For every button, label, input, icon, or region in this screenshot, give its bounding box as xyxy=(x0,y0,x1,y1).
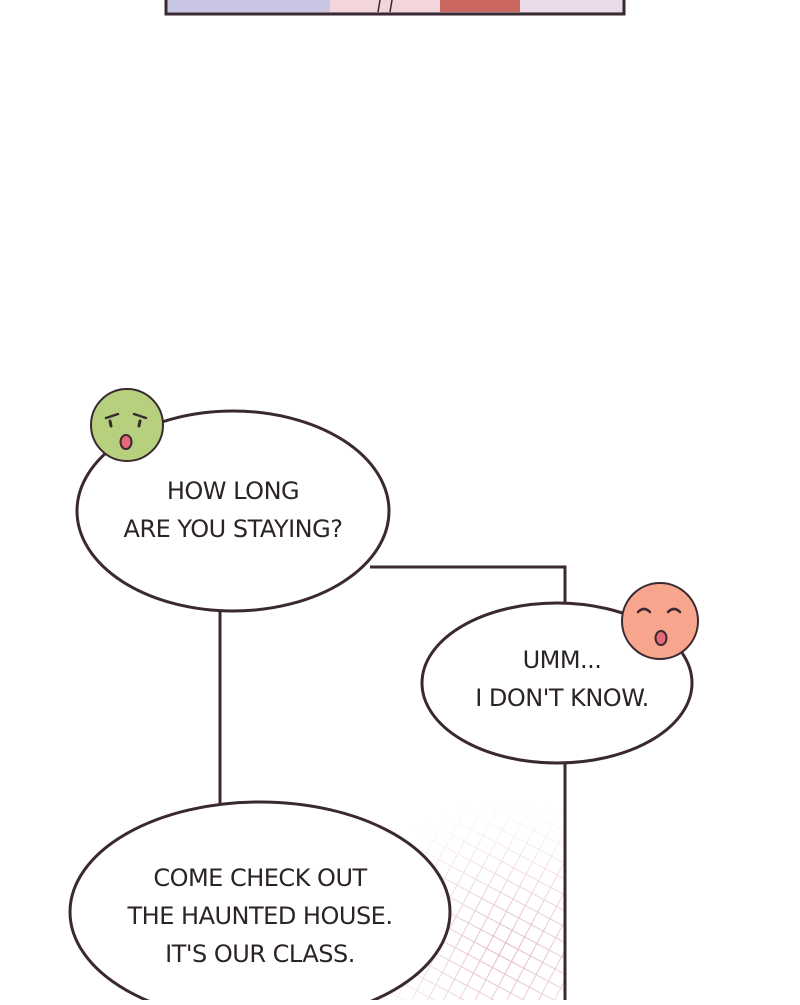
dialogue-line: IT'S OUR CLASS. xyxy=(165,940,355,968)
dialogue-line: COME CHECK OUT xyxy=(153,864,367,892)
speech-bubble-2 xyxy=(420,601,694,765)
speech-bubble-1 xyxy=(75,409,391,613)
top-panel-fragment xyxy=(164,0,626,16)
dialogue-line: UMM... xyxy=(522,646,602,674)
green-grumpy-face-icon xyxy=(90,388,164,462)
dialogue-line: HOW LONG xyxy=(166,477,300,505)
speech-bubble-3-text: COME CHECK OUT THE HAUNTED HOUSE. IT'S O… xyxy=(90,859,430,973)
speech-bubble-3 xyxy=(68,800,452,1005)
orange-nervous-face-icon xyxy=(621,582,699,660)
bubble-connectors xyxy=(218,565,567,1000)
speech-bubble-2-text: UMM... I DON'T KNOW. xyxy=(432,641,692,717)
dialogue-line: I DON'T KNOW. xyxy=(475,684,649,712)
speech-bubble-1-text: HOW LONG ARE YOU STAYING? xyxy=(83,472,383,548)
dialogue-line: THE HAUNTED HOUSE. xyxy=(127,902,393,930)
dialogue-line: ARE YOU STAYING? xyxy=(123,515,343,543)
